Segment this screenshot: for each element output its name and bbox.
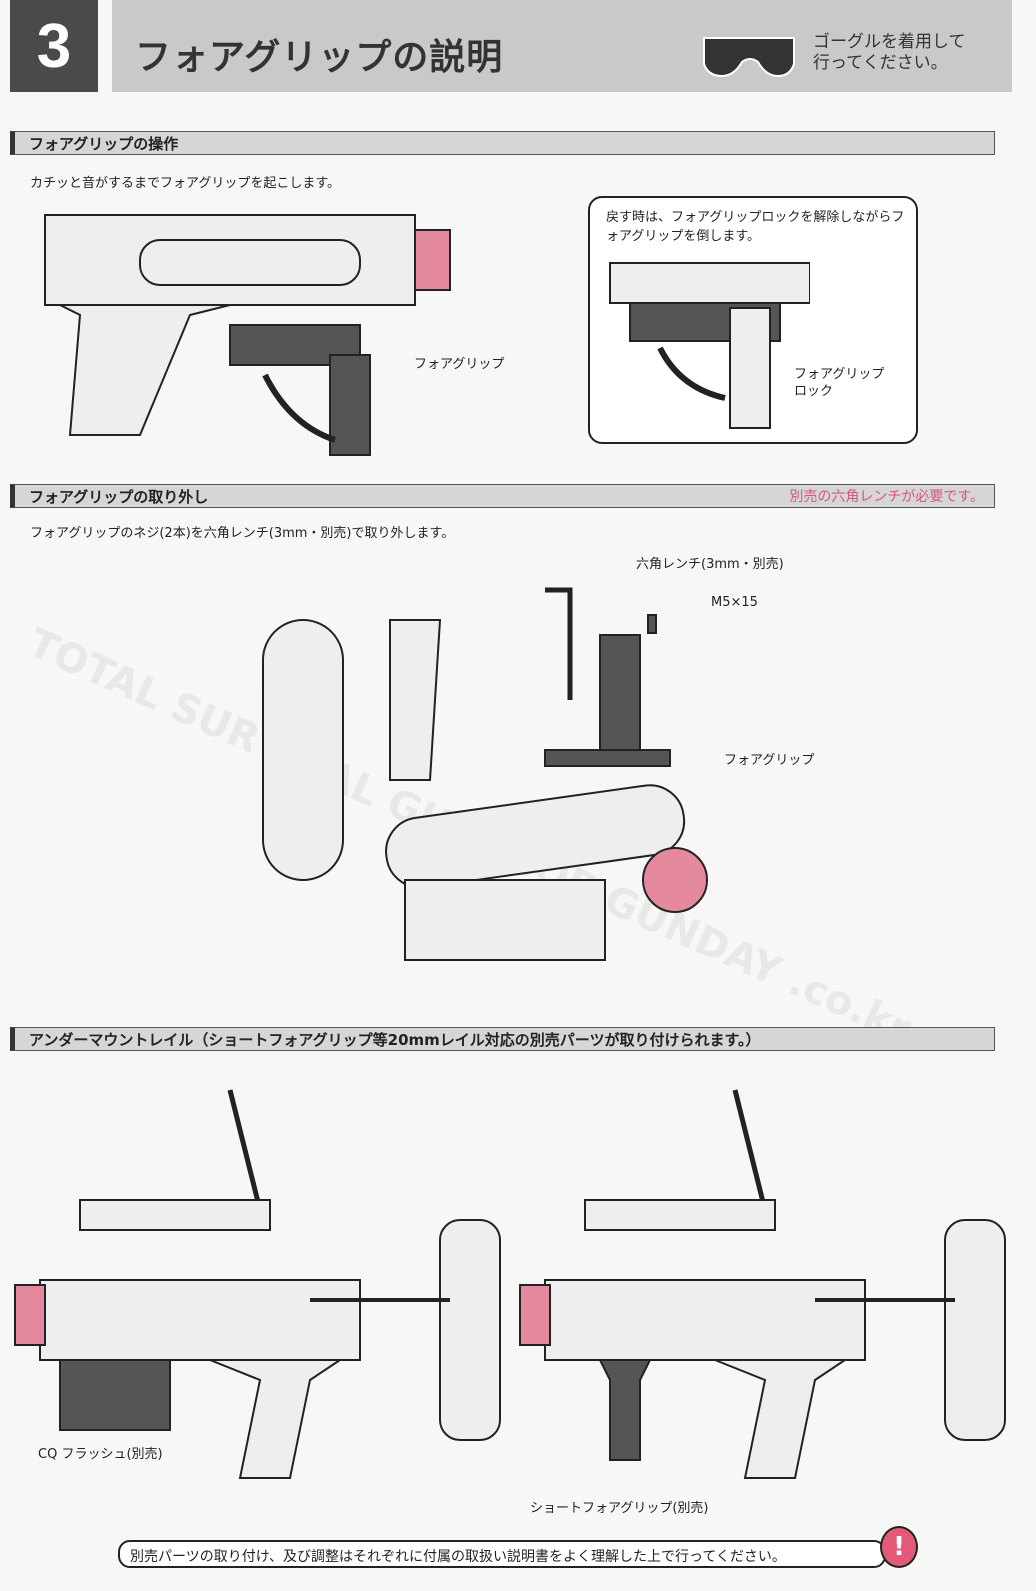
short-foregrip-illustration <box>519 1089 1006 1479</box>
hex-wrench-label: 六角レンチ(3mm・別売) <box>636 557 784 572</box>
screw-label: M5×15 <box>711 595 758 610</box>
section-header-operation: フォアグリップの操作 <box>10 131 995 155</box>
step-number: 3 <box>10 0 98 92</box>
section-header-under-rail: アンダーマウントレイル（ショートフォアグリップ等20mmレイル対応の別売パーツが… <box>10 1027 995 1051</box>
section-header-removal: フォアグリップの取り外し 別売の六角レンチが必要です。 <box>10 484 995 508</box>
instruction-text: フォアグリップのネジ(2本)を六角レンチ(3mm・別売)で取り外します。 <box>30 526 455 541</box>
foregrip-removal-illustration <box>262 587 708 961</box>
section-title: フォアグリップの取り外し <box>29 488 209 506</box>
page-title: フォアグリップの説明 <box>135 37 504 78</box>
foregrip-lock-label: フォアグリップ ロック <box>794 366 884 400</box>
section-title: アンダーマウントレイル（ショートフォアグリップ等20mmレイル対応の別売パーツが… <box>29 1031 761 1049</box>
goggles-icon <box>703 37 795 78</box>
short-foregrip-label: ショートフォアグリップ(別売) <box>530 1501 709 1516</box>
label-line: ロック <box>794 384 834 399</box>
foregrip-label: フォアグリップ <box>724 753 815 768</box>
foregrip-raise-illustration <box>44 214 451 456</box>
cq-flash-label: CQ フラッシュ(別売) <box>38 1447 163 1462</box>
goggle-note-line: ゴーグルを着用して <box>813 32 966 52</box>
callout-text: 戻す時は、フォアグリップロックを解除しながらフォアグリップを倒します。 <box>606 210 905 244</box>
goggle-note-line: 行ってください。 <box>813 53 948 73</box>
foregrip-fold-illustration <box>609 262 810 429</box>
footer-note: 別売パーツの取り付け、及び調整はそれぞれに付属の取扱い説明書をよく理解した上で行… <box>118 1540 886 1568</box>
foregrip-label: フォアグリップ <box>414 357 505 372</box>
goggle-note: ゴーグルを着用して 行ってください。 <box>813 32 966 74</box>
cq-flash-illustration <box>14 1089 501 1479</box>
instruction-text: カチッと音がするまでフォアグリップを起こします。 <box>30 176 341 191</box>
label-line: フォアグリップ <box>794 367 885 382</box>
requirement-note: 別売の六角レンチが必要です。 <box>789 489 984 505</box>
warning-icon: ! <box>880 1526 918 1568</box>
section-title: フォアグリップの操作 <box>29 135 179 153</box>
title-bar <box>112 0 1012 92</box>
